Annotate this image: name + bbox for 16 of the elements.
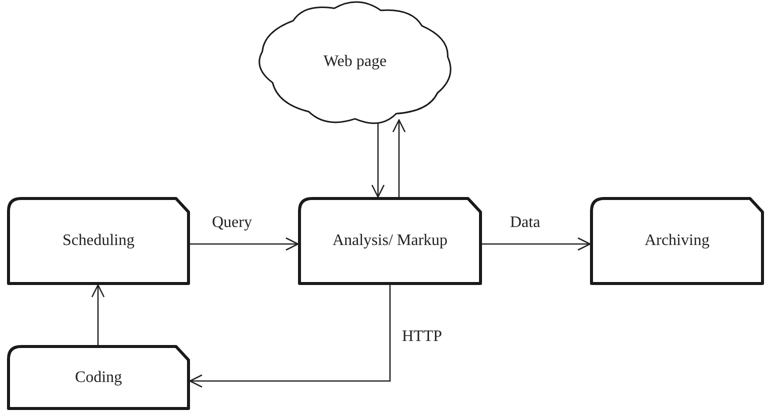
edge-label: Query <box>210 214 254 232</box>
process-box <box>298 197 482 285</box>
arrow <box>482 237 591 251</box>
arrow <box>190 237 299 251</box>
node-label: Analysis/ Markup <box>332 231 448 251</box>
arrow <box>189 285 391 388</box>
arrow <box>91 284 105 345</box>
arrow <box>371 122 385 198</box>
node-label: Scheduling <box>62 231 134 251</box>
arrow <box>392 119 406 197</box>
node-label: Web page <box>323 52 387 72</box>
node-label: Coding <box>74 368 122 388</box>
process-box <box>7 197 190 285</box>
node-label: Archiving <box>644 231 710 251</box>
process-box <box>7 345 190 410</box>
process-box <box>590 197 764 285</box>
